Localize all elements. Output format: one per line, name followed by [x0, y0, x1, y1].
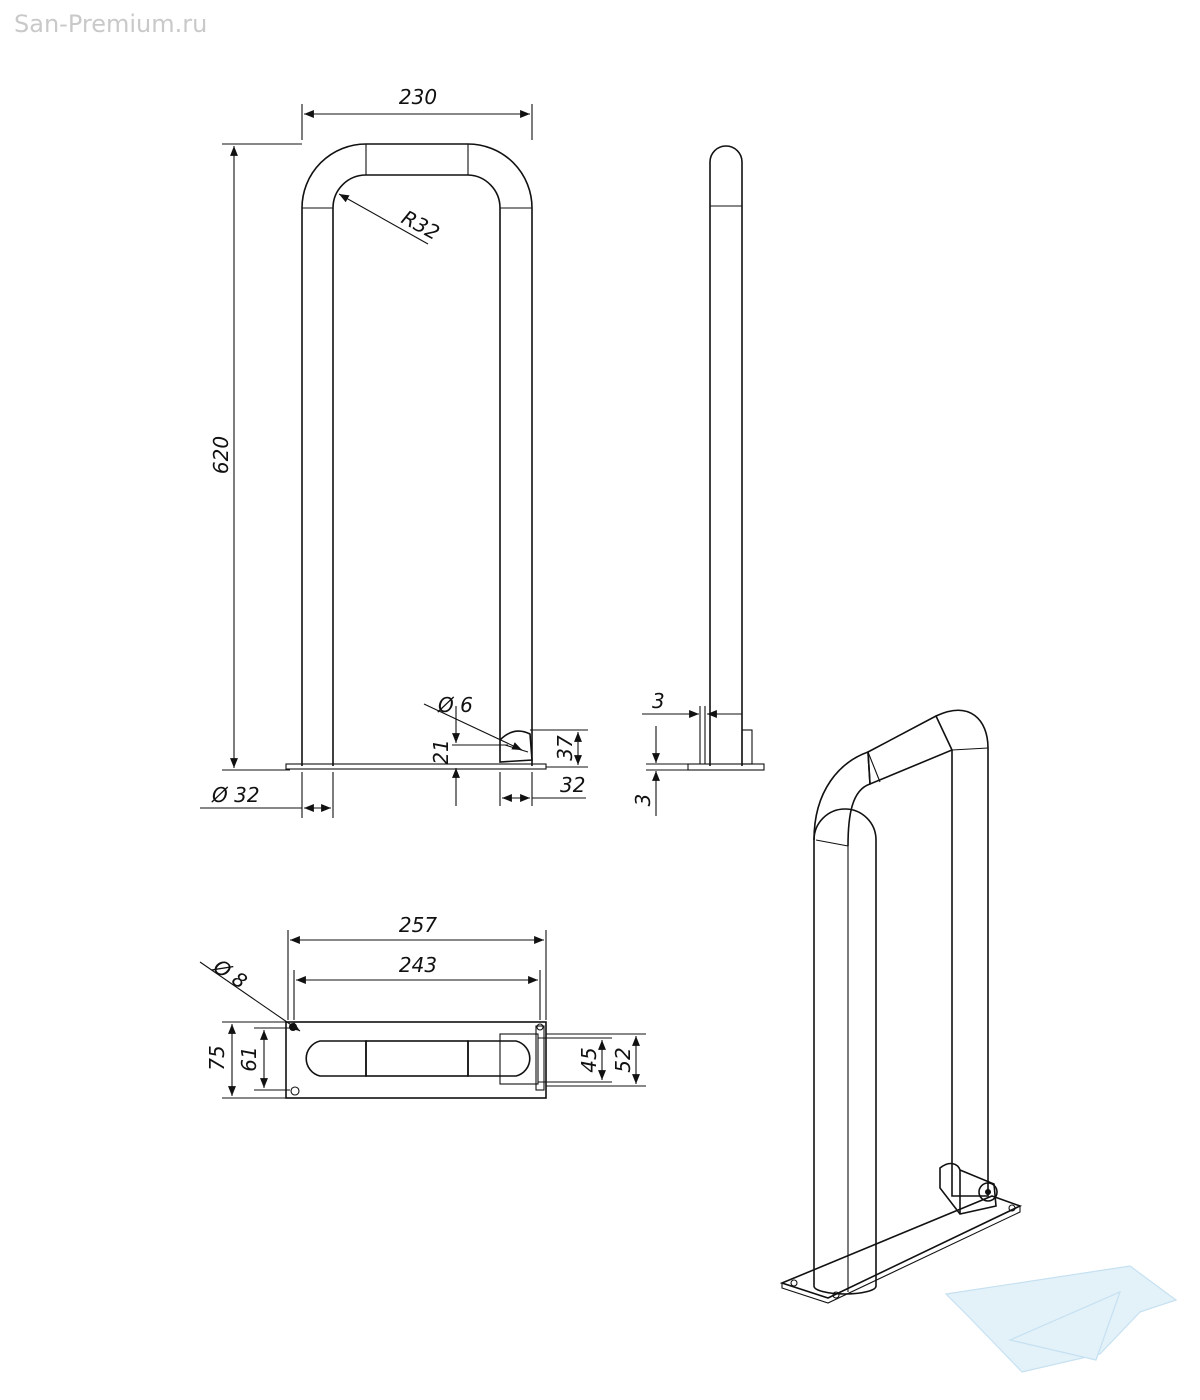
side-view: 3 3 [631, 145, 765, 816]
dim-45: 45 [577, 1047, 601, 1072]
dim-37: 37 [553, 735, 577, 761]
dim-side-3-bottom: 3 [631, 794, 655, 807]
dim-r32: R32 [398, 205, 444, 245]
top-view: 257 243 Ø 8 75 61 45 52 [199, 913, 646, 1099]
dim-dia-8: Ø 8 [208, 954, 251, 994]
dim-side-3-top: 3 [652, 689, 665, 713]
dim-243: 243 [399, 953, 437, 977]
top-plate [285, 1021, 547, 1099]
dim-dia-32: Ø 32 [211, 783, 260, 807]
front-view: 230 620 R32 Ø 32 Ø 6 21 37 32 [200, 85, 588, 818]
dim-dia-6: Ø 6 [437, 693, 473, 717]
dim-230: 230 [399, 85, 437, 109]
brand-logo [944, 1265, 1178, 1373]
dim-21: 21 [429, 739, 453, 764]
dim-32-right: 32 [560, 773, 585, 797]
dim-52: 52 [611, 1047, 635, 1072]
dim-75: 75 [205, 1045, 229, 1070]
isometric-view [779, 709, 1023, 1304]
dim-61: 61 [237, 1046, 261, 1071]
site-watermark: San-Premium.ru [14, 10, 208, 38]
dim-620: 620 [209, 436, 233, 474]
dim-257: 257 [399, 913, 437, 937]
